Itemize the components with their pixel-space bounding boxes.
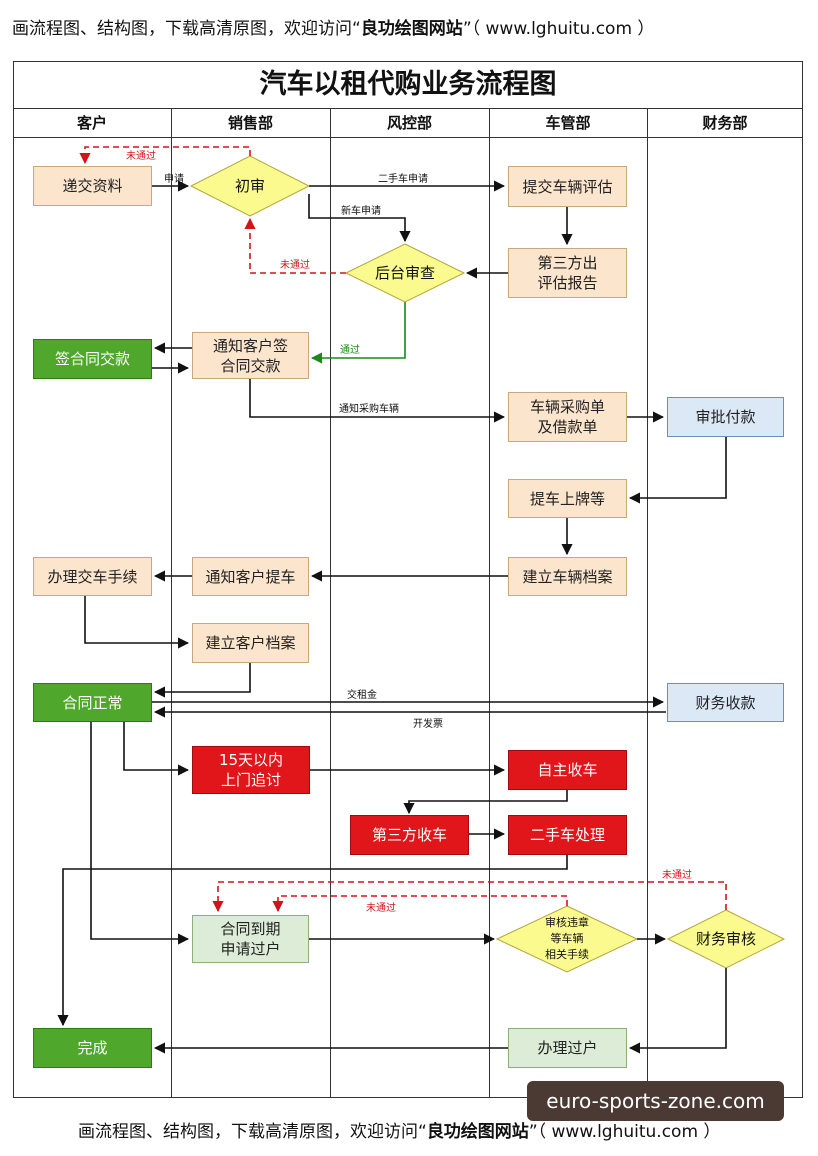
lane-header-risk: 风控部 <box>330 109 489 138</box>
diagram-frame <box>13 61 803 1098</box>
node-approve-payment: 审批付款 <box>667 397 784 437</box>
decision-initial-review <box>189 155 311 217</box>
node-sign-contract: 签合同交款 <box>33 339 152 379</box>
node-customer-archive: 建立客户档案 <box>192 623 309 663</box>
node-handover: 办理交车手续 <box>33 557 152 596</box>
decision-label-finance-review: 财务审核 <box>695 930 756 948</box>
node-submit-eval: 提交车辆评估 <box>508 166 627 207</box>
lane-header-customer: 客户 <box>13 109 171 138</box>
decision-label-initial-review: 初审 <box>234 177 265 195</box>
node-notify-pickup: 通知客户提车 <box>192 557 309 596</box>
edge-label-not-passed: 未通过 <box>662 870 692 881</box>
edge-recover-to-third <box>403 790 568 815</box>
decision-review-violations <box>495 905 639 973</box>
banner-prefix: 画流程图、结构图，下载高清原图，欢迎访问“ <box>12 19 361 39</box>
edge-handover-to-customer-archive <box>84 596 190 649</box>
decision-label-backend-review: 后台审查 <box>374 264 435 282</box>
edge-normal-to-collection <box>123 722 190 776</box>
banner-suffix: ”（ www.lghuitu.com ） <box>462 19 655 39</box>
lane-header-finance: 财务部 <box>647 109 803 138</box>
node-transfer: 办理过户 <box>508 1028 627 1068</box>
edge-label-used-car-apply: 二手车申请 <box>378 174 428 185</box>
node-vehicle-archive: 建立车辆档案 <box>508 557 627 596</box>
lane-divider <box>330 109 331 1098</box>
edge-finance-to-transfer <box>628 968 727 1054</box>
lane-divider <box>489 109 490 1098</box>
node-contract-expire: 合同到期 申请过户 <box>192 915 309 963</box>
lane-header-sales: 销售部 <box>171 109 330 138</box>
edge-notify-purchase <box>249 379 506 423</box>
edge-label-not-passed: 未通过 <box>280 260 310 271</box>
top-banner: 画流程图、结构图，下载高清原图，欢迎访问“良功绘图网站”（ www.lghuit… <box>12 14 654 39</box>
edge-reject-finance <box>212 881 727 913</box>
bottom-banner: 画流程图、结构图，下载高清原图，欢迎访问“良功绘图网站”（ www.lghuit… <box>78 1117 720 1142</box>
watermark: euro-sports-zone.com <box>527 1081 784 1121</box>
edge-label-not-passed: 未通过 <box>366 903 396 914</box>
edge-new-car-apply <box>308 194 411 243</box>
edge-normal-to-expire <box>90 722 190 945</box>
edge-pass-backend <box>310 302 406 364</box>
banner-suffix: ”（ www.lghuitu.com ） <box>528 1122 721 1142</box>
node-third-party-report: 第三方出 评估报告 <box>508 248 627 298</box>
lane-header-vehicle: 车管部 <box>489 109 647 138</box>
node-contract-normal: 合同正常 <box>33 683 152 722</box>
edge-reject-backend <box>244 217 346 274</box>
edge-label-rent-payment: 交租金 <box>347 690 377 701</box>
diagram-title: 汽车以租代购业务流程图 <box>13 61 803 109</box>
node-pickup-plates: 提车上牌等 <box>508 479 627 518</box>
lane-divider <box>171 109 172 1098</box>
node-notify-sign: 通知客户签 合同交款 <box>192 332 309 379</box>
decision-label-review-violations: 审核违章 等车辆 相关手续 <box>545 916 589 961</box>
node-third-recover: 第三方收车 <box>350 815 469 855</box>
node-submit-docs: 递交资料 <box>33 166 152 206</box>
node-used-car: 二手车处理 <box>508 815 627 855</box>
banner-brand: 良功绘图网站 <box>360 19 463 39</box>
node-complete: 完成 <box>33 1028 152 1068</box>
edge-reject-initial <box>79 146 251 165</box>
edge-used-to-complete <box>57 855 568 1027</box>
edge-label-new-car-apply: 新车申请 <box>341 206 381 217</box>
lane-divider <box>647 109 648 1098</box>
node-self-recover: 自主收车 <box>508 750 627 790</box>
edge-label-notify-purchase: 通知采购车辆 <box>339 404 399 415</box>
banner-brand: 良功绘图网站 <box>426 1122 529 1142</box>
node-finance-collect: 财务收款 <box>667 683 784 722</box>
node-purchase-order: 车辆采购单 及借款单 <box>508 392 627 442</box>
edge-approve-to-pickup <box>628 437 727 504</box>
edge-customer-archive-to-normal <box>153 663 251 698</box>
edge-label-passed: 通过 <box>340 345 360 356</box>
edge-reject-violations <box>272 895 568 913</box>
node-door-collection: 15天以内 上门追讨 <box>192 746 310 794</box>
banner-prefix: 画流程图、结构图，下载高清原图，欢迎访问“ <box>78 1122 427 1142</box>
edge-label-invoice: 开发票 <box>413 719 443 730</box>
edge-label-not-passed: 未通过 <box>126 151 156 162</box>
edge-label-apply: 申请 <box>164 174 184 185</box>
